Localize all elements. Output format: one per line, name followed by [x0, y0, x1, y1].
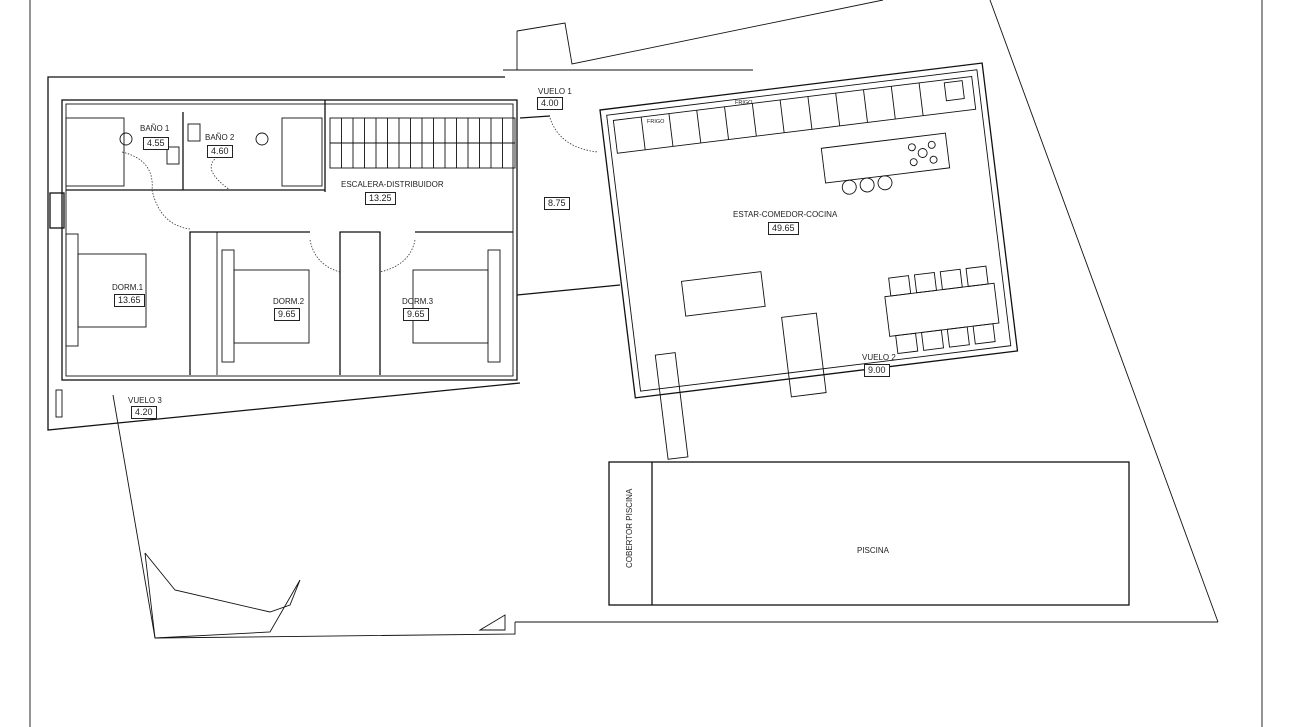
cabinet-division — [751, 103, 757, 137]
bath1-shower — [65, 117, 125, 187]
dining-chair — [895, 332, 919, 355]
dining-chair — [939, 268, 963, 291]
hob-burner-icon — [927, 140, 936, 149]
room-label-dorm1: DORM.1 — [112, 283, 144, 292]
dining-chair — [965, 265, 989, 287]
entry-door — [519, 115, 551, 119]
sofa-2 — [781, 312, 827, 398]
dining-table — [884, 282, 1000, 337]
staircase — [329, 117, 516, 169]
sofa-1 — [680, 271, 766, 317]
lot-boundary-right — [989, 0, 1219, 623]
kitchen-island — [820, 132, 951, 184]
dorm1-bed — [77, 253, 147, 328]
cabinet-division — [863, 89, 868, 123]
window-west — [49, 192, 65, 229]
door-swing-dorm2 — [309, 239, 341, 273]
dining-chair — [972, 323, 996, 345]
dorm3-nightstands — [487, 249, 501, 363]
sink-2-icon — [187, 123, 201, 142]
cabinet-division — [807, 96, 813, 130]
room-area-vuelo1: 4.00 — [537, 97, 563, 110]
sink-1-icon — [166, 146, 180, 165]
room-label-vuelo1: VUELO 1 — [538, 87, 572, 96]
lot-boundary-left — [112, 394, 516, 639]
room-area-escalera: 13.25 — [365, 192, 396, 205]
cabinet-division — [724, 106, 730, 140]
door-swing-bath2 — [210, 152, 231, 191]
fridge-label: FRIGO — [735, 100, 753, 106]
dorm2-wall — [189, 231, 310, 375]
bedroom-wing-inner — [65, 103, 514, 377]
room-area-vuelo3: 4.20 — [131, 406, 157, 419]
bar-stool — [841, 179, 857, 195]
dining-chair — [888, 275, 912, 297]
dining-chair — [946, 326, 970, 348]
room-area-dorm1: 13.65 — [114, 294, 145, 307]
door-swing-entry — [549, 117, 599, 153]
pool-label: PISCINA — [857, 546, 890, 555]
cabinet-division — [918, 82, 924, 116]
connecting-wall — [516, 284, 621, 296]
room-label-bano1: BAÑO 1 — [140, 124, 170, 133]
room-area-bano1: 4.55 — [143, 137, 169, 150]
dining-chair — [921, 329, 945, 351]
cabinet-division — [668, 113, 674, 147]
room-area-vuelo2: 9.00 — [864, 364, 890, 377]
bath2-shower — [281, 117, 323, 187]
room-label-dorm2: DORM.2 — [273, 297, 305, 306]
room-label-vuelo3: VUELO 3 — [128, 396, 162, 405]
room-area-hall: 8.75 — [544, 197, 570, 210]
hob-burner-icon — [909, 158, 918, 167]
cabinet-division — [890, 86, 896, 120]
pool-cover-label: COBERTOR PISCINA — [625, 488, 634, 568]
room-area-dorm3: 9.65 — [403, 308, 429, 321]
room-label-dorm3: DORM.3 — [402, 297, 434, 306]
dorm1-nightstands — [65, 233, 79, 347]
room-label-estar: ESTAR-COMEDOR-COCINA — [733, 210, 838, 219]
lot-boundary-top — [516, 0, 884, 65]
door-swing-dorm3 — [379, 239, 416, 273]
media-unit — [654, 352, 689, 460]
cabinet-division — [696, 110, 702, 144]
room-area-dorm2: 9.65 — [274, 308, 300, 321]
bedroom-wing-walls — [61, 99, 518, 381]
door-swing-bath1 — [121, 151, 153, 191]
hob-burner-icon — [907, 143, 916, 152]
garden-step — [478, 614, 506, 631]
fridge-label: FRIGO — [647, 119, 665, 125]
vuelo3-pillar — [55, 389, 63, 418]
upper-eave — [47, 76, 521, 431]
cabinet-division — [835, 93, 841, 126]
hob-burner-icon — [929, 155, 938, 164]
toilet-2-icon — [255, 132, 269, 146]
bar-stool — [859, 177, 875, 193]
door-swing-dorm1 — [151, 189, 191, 230]
room-area-estar: 49.65 — [768, 222, 799, 235]
room-label-bano2: BAÑO 2 — [205, 133, 235, 142]
room-area-bano2: 4.60 — [207, 145, 233, 158]
room-label-vuelo2: VUELO 2 — [862, 353, 896, 362]
bar-stool — [877, 175, 893, 191]
living-block — [599, 62, 1019, 460]
dining-chair — [913, 271, 937, 294]
dorm2-bed — [233, 269, 310, 344]
dorm2-nightstands — [221, 249, 235, 363]
sheet-frame — [29, 0, 1263, 727]
garden-planter — [144, 552, 301, 639]
pool — [608, 461, 1130, 606]
hob-burner-icon — [917, 148, 928, 158]
cabinet-division — [779, 99, 785, 133]
toilet-1-icon — [119, 132, 133, 146]
dorm3-bed — [412, 269, 489, 344]
closet-wall — [339, 231, 381, 375]
room-label-escalera: ESCALERA-DISTRIBUIDOR — [341, 180, 444, 189]
cabinet-division — [640, 116, 646, 150]
kitchen-counter — [612, 75, 977, 154]
kitchen-sink-icon — [943, 80, 965, 102]
